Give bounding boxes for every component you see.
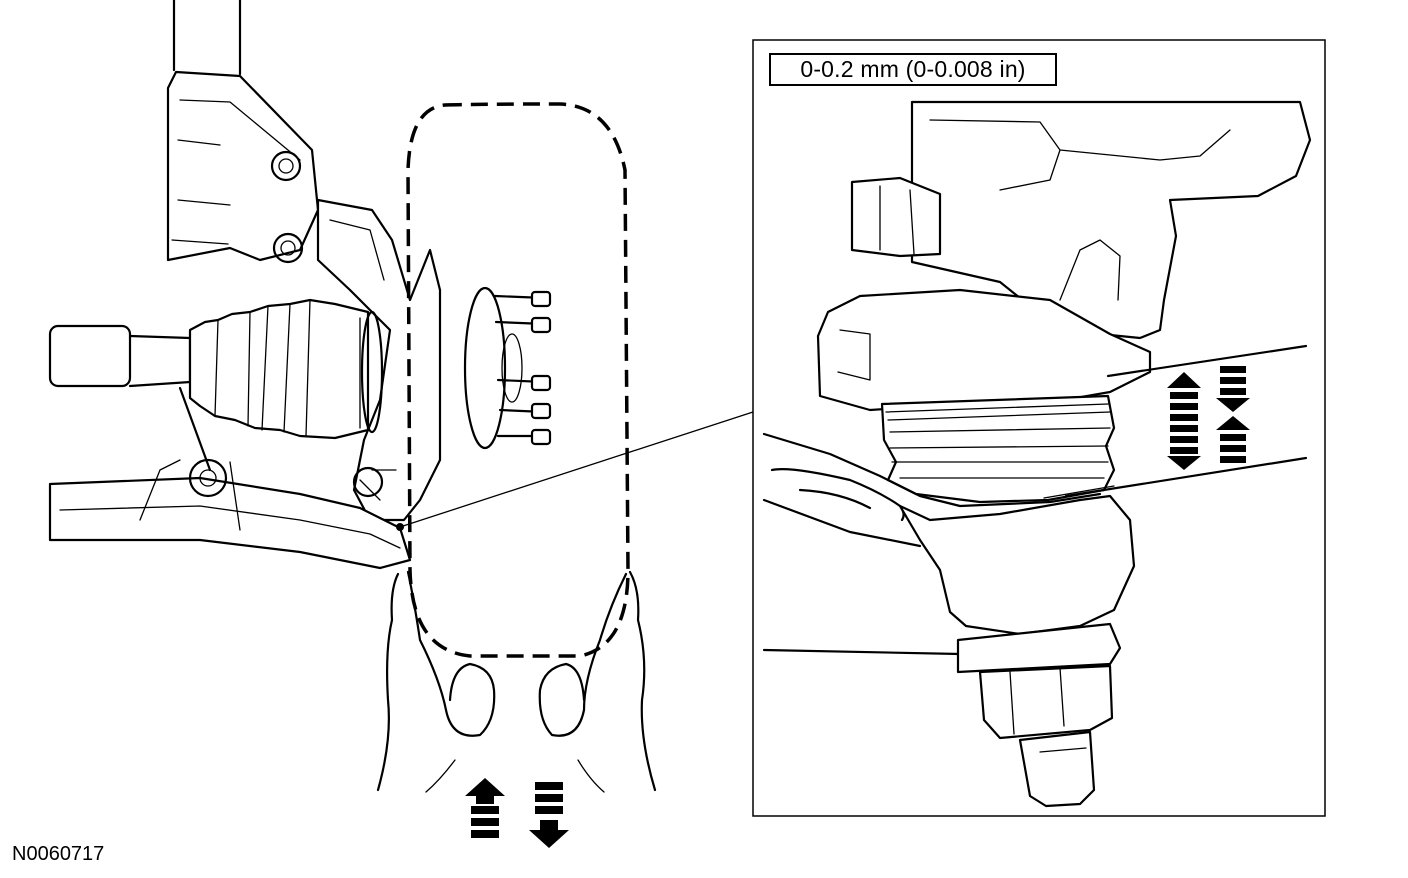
suspension-overview (48, 0, 657, 848)
hands-icon (376, 570, 657, 793)
detail-view (752, 39, 1326, 817)
strut-assembly (166, 0, 320, 264)
lower-arm-section (762, 432, 1136, 656)
measurement-lines (1043, 344, 1308, 499)
up-down-arrows-icon (465, 778, 569, 848)
figure-id: N0060717 (12, 843, 105, 865)
lower-control-arm (48, 386, 412, 570)
wheel-outline-dashed (406, 102, 630, 658)
up-down-arrows-detail-icon (1216, 366, 1250, 463)
clearance-spec-label: 0-0.2 mm (0-0.008 in) (769, 53, 1057, 86)
knuckle-housing (816, 100, 1312, 412)
up-down-double-arrow-icon (1167, 372, 1201, 470)
wheel-hub (463, 286, 552, 450)
ball-joint-stud (956, 622, 1122, 808)
drive-axle (48, 298, 384, 440)
ball-joint-boot (880, 394, 1116, 504)
leader-line (399, 411, 754, 528)
